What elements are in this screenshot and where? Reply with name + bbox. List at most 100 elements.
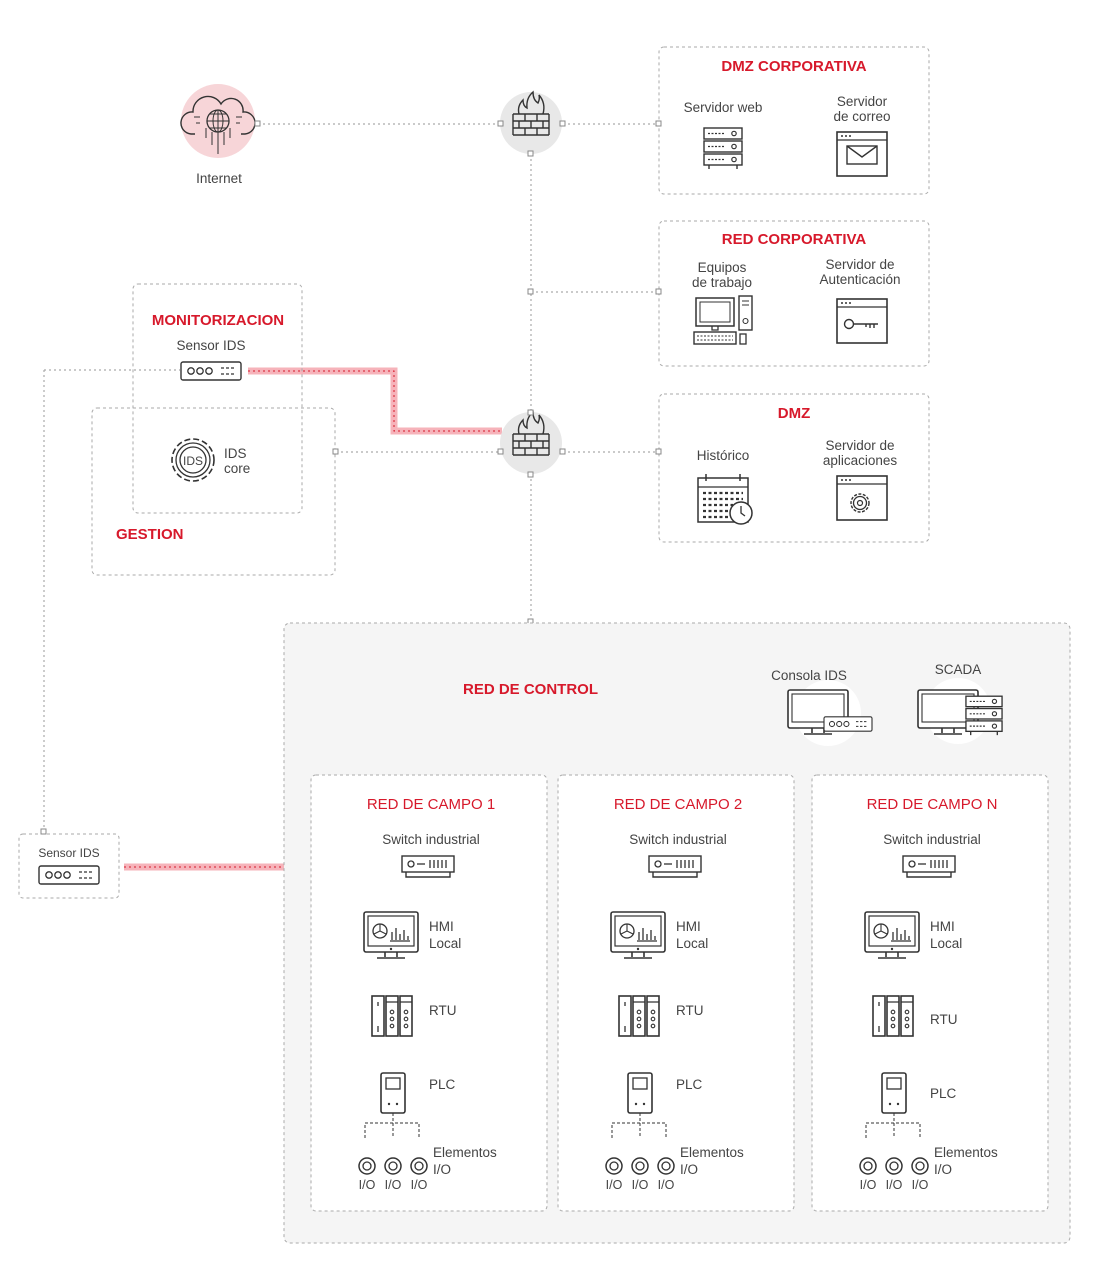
cloud-globe-icon [180,95,256,154]
plc-icon [380,1072,406,1114]
io-label: I/O [411,1178,428,1192]
io-label: I/O [886,1178,903,1192]
plc-icon [881,1072,907,1114]
io-elements-label-2: I/O [433,1162,451,1177]
field-title: RED DE CAMPO 2 [614,796,742,813]
server-icon [703,127,743,170]
io-label: I/O [632,1178,649,1192]
app-server-label-1: Servidor de [825,438,894,453]
rtu-label: RTU [676,1003,704,1018]
calendar-clock-icon [697,474,753,525]
hmi-label-2: Local [930,936,962,951]
ids-core-label-2: core [224,461,250,476]
hmi-label-1: HMI [429,919,454,934]
zone-title: RED CORPORATIVA [722,231,867,248]
io-element-icon [384,1157,402,1175]
ids-core-badge: IDS [183,454,203,468]
io-element-icon [657,1157,675,1175]
hmi-icon [610,911,666,959]
web-server-label: Servidor web [684,100,763,115]
zone-title: MONITORIZACION [152,312,284,329]
sensor-ids-label: Sensor IDS [38,846,99,860]
rtu-icon [371,995,413,1037]
zone-title: RED DE CONTROL [463,681,598,698]
io-element-icon [631,1157,649,1175]
zone-title: DMZ [778,405,811,422]
sensor-ids-label: Sensor IDS [176,338,245,353]
scada-icon [917,678,1003,744]
plc-label: PLC [930,1086,957,1101]
ids-core-gear-icon: IDS [171,438,215,482]
gear-window-icon [836,475,888,521]
rtu-label: RTU [930,1012,958,1027]
auth-server-label-2: Autenticación [819,272,900,287]
plc-label: PLC [676,1077,703,1092]
gestion-zone: GESTION [91,407,339,576]
io-element-icon [911,1157,929,1175]
field-title: RED DE CAMPO N [867,796,998,813]
switch-label: Switch industrial [629,832,727,847]
hmi-label-1: HMI [676,919,701,934]
red-corporativa-zone: RED CORPORATIVA Equipos de trabajo Servi… [655,220,930,367]
workstations-label-2: de trabajo [692,275,752,290]
plc-label: PLC [429,1077,456,1092]
io-elements-label-1: Elementos [680,1145,744,1160]
io-elements-label-2: I/O [680,1162,698,1177]
dmz-corporativa-zone: DMZ CORPORATIVA Servidor web Servidor de… [655,46,930,195]
io-label: I/O [912,1178,929,1192]
monitorizacion-zone: MONITORIZACION Sensor IDS IDS IDS core [132,283,303,514]
plc-icon [627,1072,653,1114]
io-label: I/O [606,1178,623,1192]
rtu-icon [872,995,914,1037]
workstations-label-1: Equipos [698,260,747,275]
mail-icon [836,131,888,177]
connections [43,123,658,832]
io-label: I/O [385,1178,402,1192]
junction [527,288,534,295]
historian-label: Histórico [697,448,750,463]
field-title: RED DE CAMPO 1 [367,796,495,813]
firewall-top [497,91,566,157]
io-label: I/O [359,1178,376,1192]
hmi-label-2: Local [429,936,461,951]
junction [254,120,261,127]
internet-label: Internet [196,171,242,186]
io-element-icon [885,1157,903,1175]
dmz-zone: DMZ Histórico Servidor de aplicaciones [655,393,930,543]
io-element-icon [605,1157,623,1175]
workstation-icon [693,295,753,345]
mail-server-label-1: Servidor [837,94,888,109]
hmi-label-2: Local [676,936,708,951]
io-label: I/O [658,1178,675,1192]
firewall-middle [497,409,566,478]
internet-node: Internet [180,84,256,186]
io-element-icon [410,1157,428,1175]
io-elements-label-1: Elementos [934,1145,998,1160]
rtu-icon [618,995,660,1037]
io-element-icon [859,1157,877,1175]
switch-label: Switch industrial [382,832,480,847]
io-elements-label-1: Elementos [433,1145,497,1160]
mail-server-label-2: de correo [833,109,890,124]
auth-server-label-1: Servidor de [825,257,894,272]
io-label: I/O [860,1178,877,1192]
zone-title: GESTION [116,526,184,543]
app-server-label-2: aplicaciones [823,453,898,468]
scada-label: SCADA [935,662,982,677]
key-window-icon [836,298,888,344]
ids-sensor-icon [38,865,100,885]
ids-core-label-1: IDS [224,446,247,461]
sensor-ids-left: Sensor IDS [18,828,120,899]
ids-sensor-icon [180,361,242,381]
ids-console-label: Consola IDS [771,668,847,683]
io-elements-label-2: I/O [934,1162,952,1177]
io-element-icon [358,1157,376,1175]
rtu-label: RTU [429,1003,457,1018]
hmi-label-1: HMI [930,919,955,934]
hmi-icon [864,911,920,959]
